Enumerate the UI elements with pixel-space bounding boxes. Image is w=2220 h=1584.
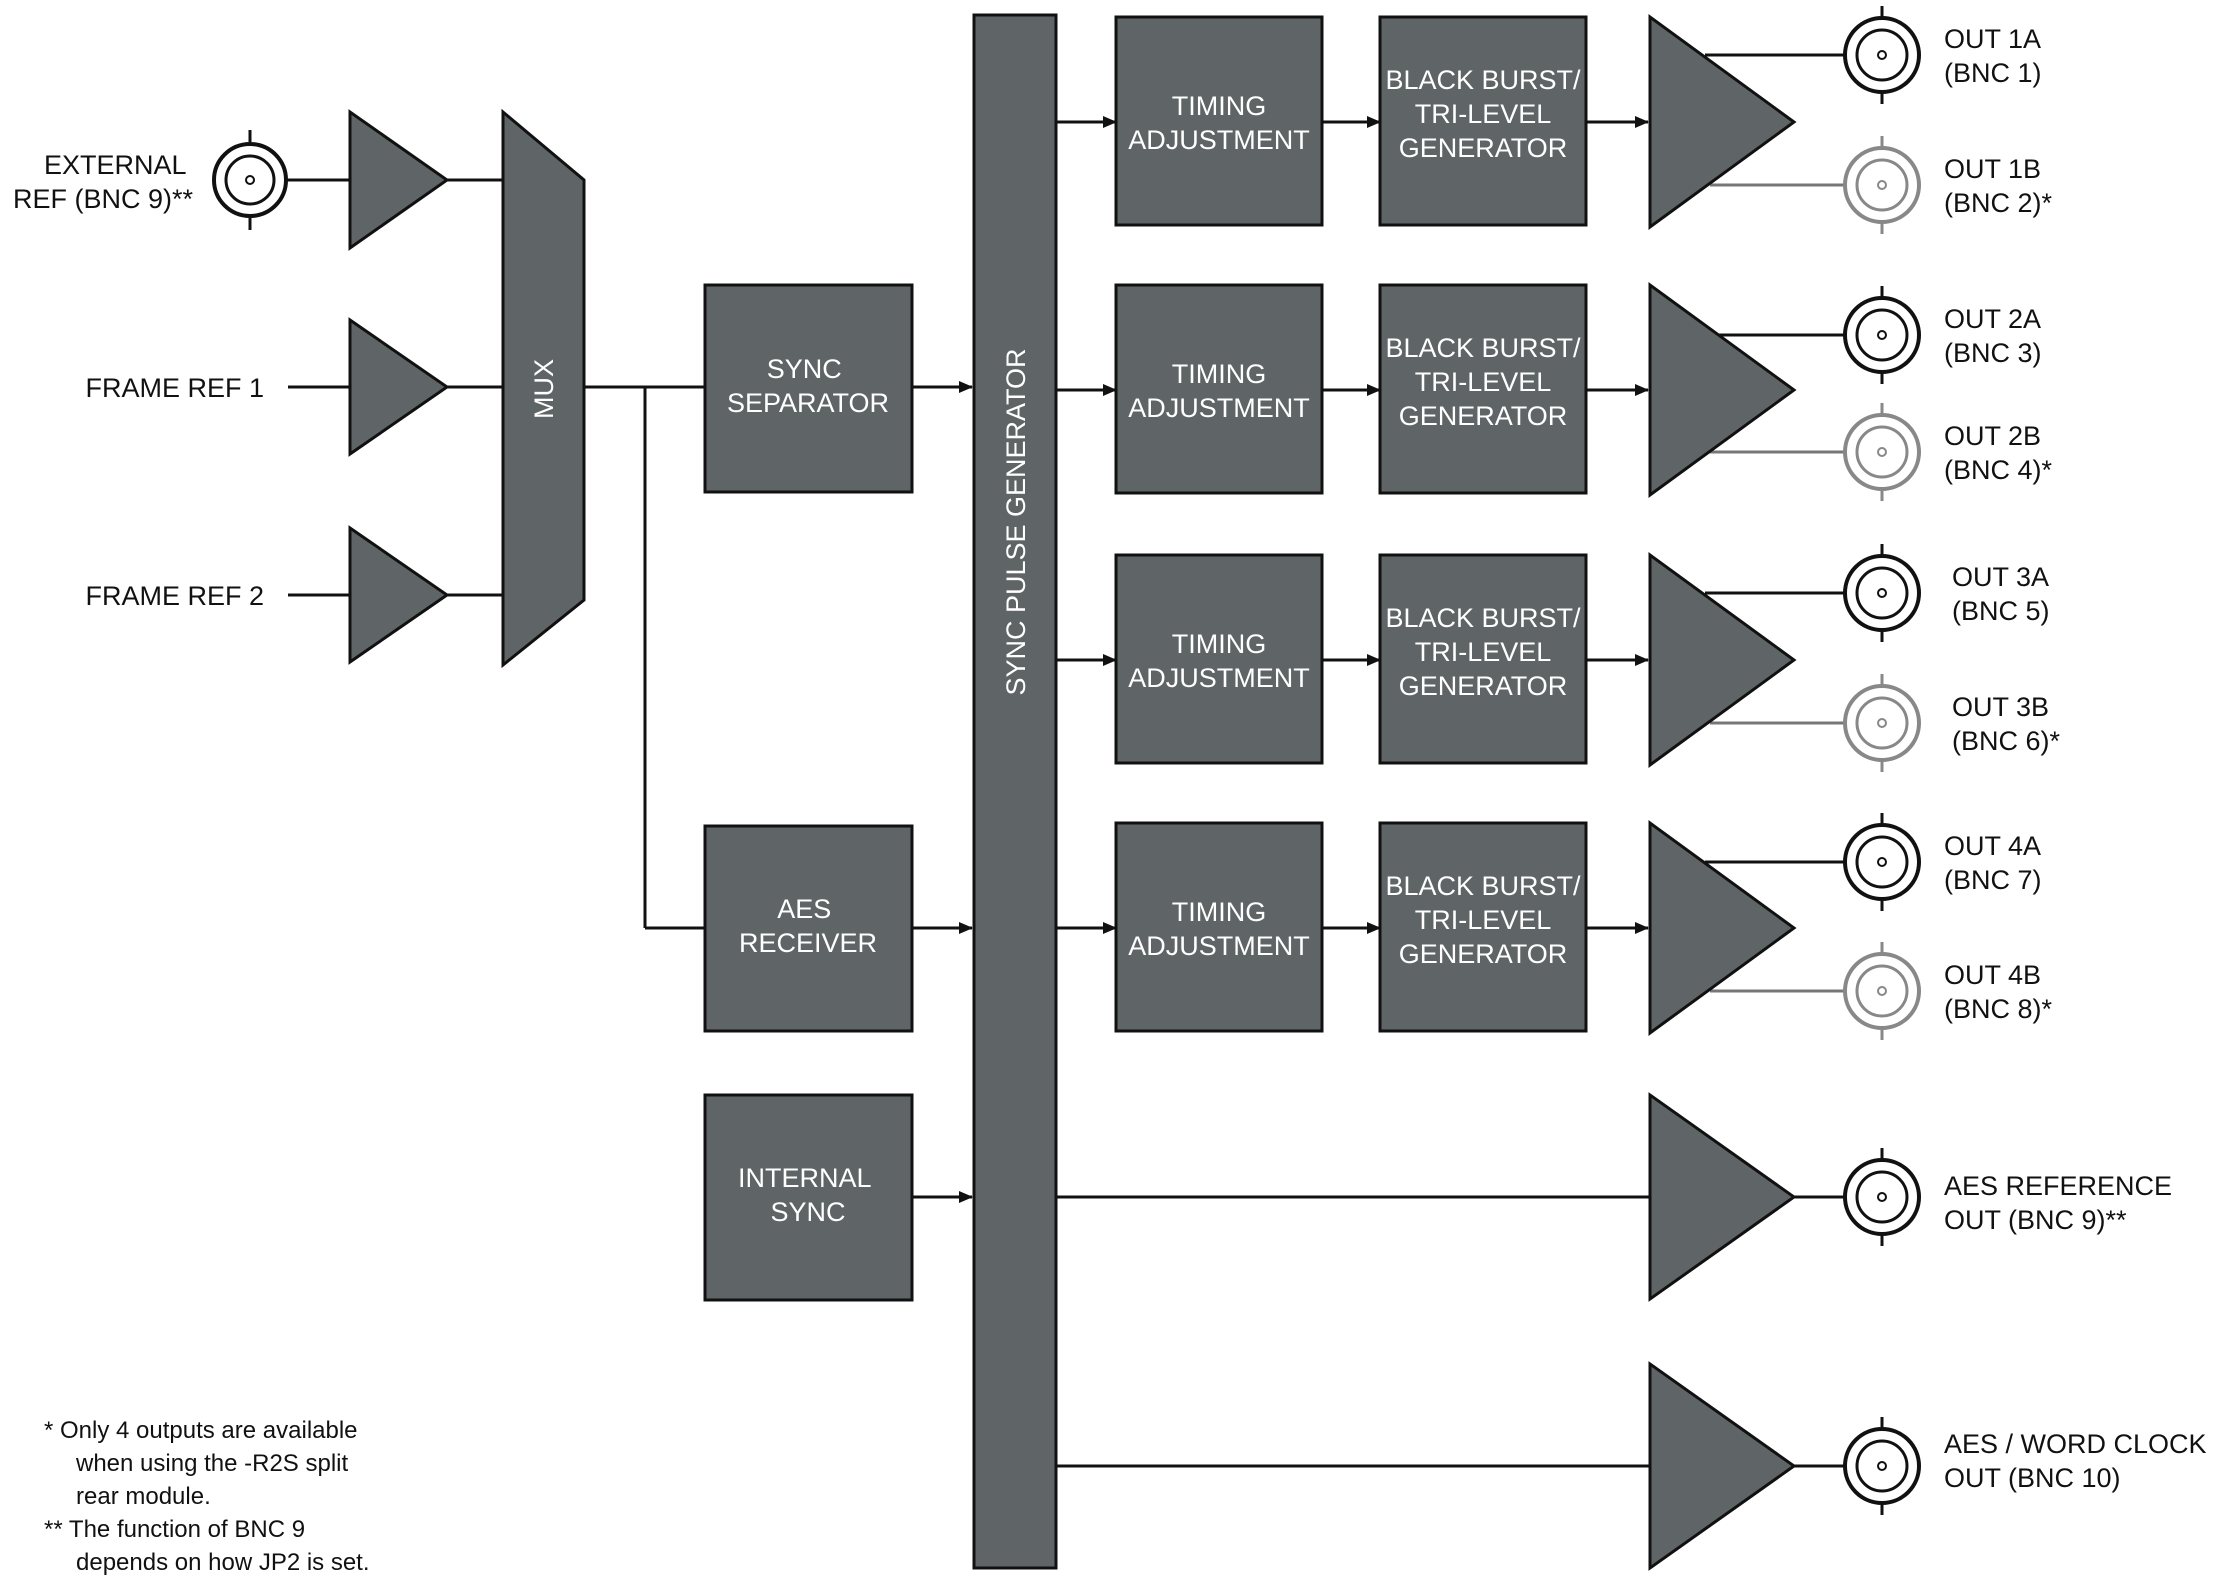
- sync-separator-label: SYNC SEPARATOR: [727, 354, 889, 418]
- bnc-icon: [1843, 544, 1921, 642]
- external-ref-label: EXTERNAL REF (BNC 9)**: [13, 150, 194, 214]
- word-clock-out-label: AES / WORD CLOCK OUT (BNC 10): [1944, 1429, 2214, 1493]
- internal-sync-label: INTERNAL SYNC: [738, 1163, 878, 1227]
- input-amp-external: [348, 109, 450, 251]
- out-2a-label: OUT 2A(BNC 3): [1944, 304, 2042, 368]
- bnc-icon: [1843, 136, 1921, 234]
- aes-reference-amplifier: [1648, 1092, 1797, 1302]
- bnc-icon: [1843, 403, 1921, 501]
- black-burst-generator-block-2: [1378, 283, 1588, 495]
- out-3b-label: OUT 3B(BNC 6)*: [1952, 692, 2061, 756]
- timing-adjustment-block-3: [1114, 553, 1324, 765]
- aes-receiver-block: [703, 824, 914, 1033]
- out-1a-label: OUT 1A(BNC 1): [1944, 24, 2042, 88]
- footnote-outputs: * Only 4 outputs are available when usin…: [44, 1417, 364, 1510]
- frame-ref-1-label: FRAME REF 1: [85, 373, 264, 403]
- bnc-icon: [1843, 813, 1921, 911]
- internal-sync-block: [703, 1093, 914, 1302]
- black-burst-generator-block-4: [1378, 821, 1588, 1033]
- frame-ref-2-label: FRAME REF 2: [85, 581, 264, 611]
- sync-pulse-generator-block: [972, 13, 1058, 1570]
- bnc-icon: [1843, 674, 1921, 772]
- mux-label: MUX: [529, 359, 559, 419]
- bnc-icon: [1843, 1417, 1921, 1515]
- out-1b-label: OUT 1B(BNC 2)*: [1944, 154, 2053, 218]
- input-amplifiers: [348, 109, 450, 665]
- out-4b-label: OUT 4B(BNC 8)*: [1944, 960, 2053, 1024]
- footnote-bnc9: ** The function of BNC 9 depends on how …: [44, 1516, 370, 1576]
- sync-separator-block: [703, 283, 914, 494]
- aes-reference-out-label: AES REFERENCE OUT (BNC 9)**: [1944, 1171, 2180, 1235]
- connection-lines: [232, 178, 1846, 1468]
- black-burst-generator-block-1: [1378, 15, 1588, 227]
- word-clock-amplifier: [1648, 1361, 1797, 1571]
- timing-adjustment-block-2: [1114, 283, 1324, 495]
- output-amplifier-3: [1648, 552, 1797, 768]
- bnc-icon: [1843, 1148, 1921, 1246]
- output-amplifier-4: [1648, 820, 1797, 1036]
- out-2b-label: OUT 2B(BNC 4)*: [1944, 421, 2053, 485]
- timing-adjustment-block-4: [1114, 821, 1324, 1033]
- out-3a-label: OUT 3A(BNC 5): [1952, 562, 2050, 626]
- bnc-icon: [1843, 942, 1921, 1040]
- timing-adjustment-block-1: [1114, 15, 1324, 227]
- mux-block: [501, 108, 586, 669]
- out-4a-label: OUT 4A(BNC 7): [1944, 831, 2042, 895]
- bnc-icon: [1843, 6, 1921, 104]
- input-amp-frame-ref-1: [348, 317, 450, 457]
- black-burst-generator-block-3: [1378, 553, 1588, 765]
- input-amp-frame-ref-2: [348, 525, 450, 665]
- aes-receiver-label: AES RECEIVER: [739, 894, 877, 958]
- bnc-icon: [1843, 286, 1921, 384]
- output-amplifier-1: [1648, 14, 1797, 230]
- sync-pulse-generator-label: SYNC PULSE GENERATOR: [1001, 348, 1031, 695]
- output-amplifier-2: [1648, 282, 1797, 498]
- bnc-icon: [212, 130, 288, 230]
